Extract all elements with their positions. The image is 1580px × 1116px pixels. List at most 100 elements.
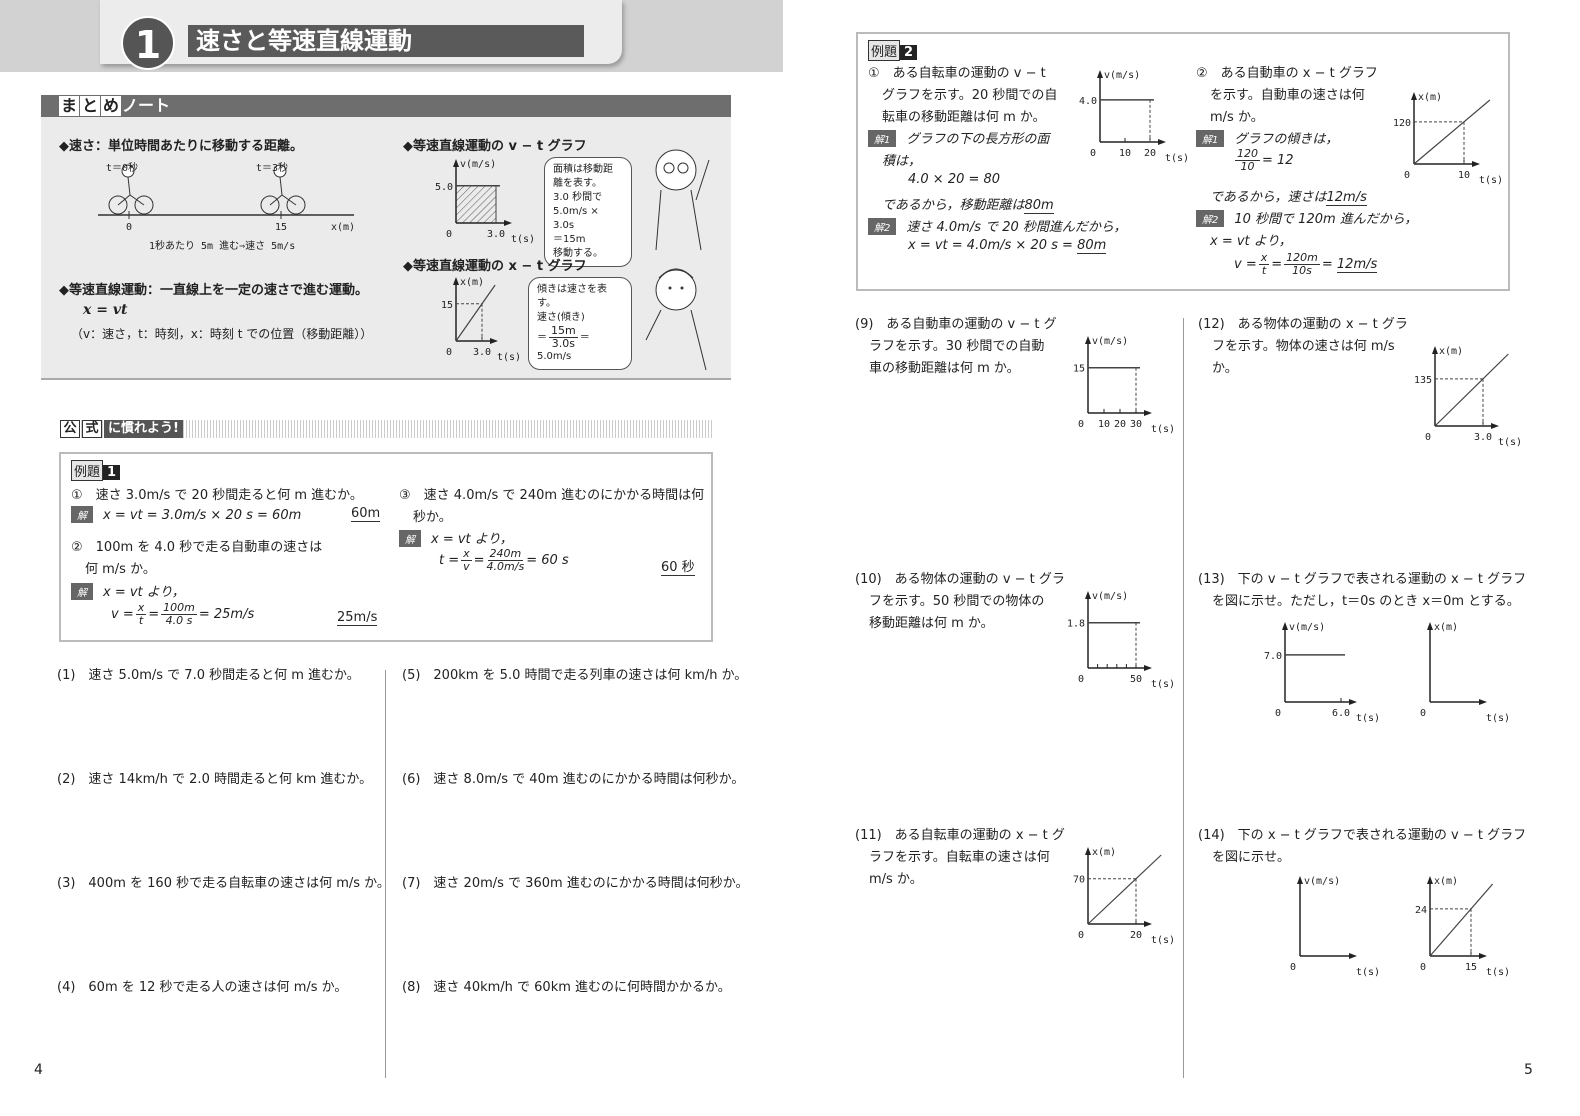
problem-line: (13) 下の v − t グラフで表される運動の x − t グラフ <box>1198 572 1527 587</box>
x-axis-label: t(s) <box>1486 967 1510 978</box>
example-1-a3: x = vt より， <box>431 532 513 547</box>
x-tick-label: 3.0 <box>487 229 505 240</box>
problem-2: (2) 速さ 14km/h で 2.0 時間走ると何 km 進むか。 <box>57 772 373 787</box>
problem-13-xt-answer-graph[interactable]: x(m)t(s)0 <box>1400 616 1515 724</box>
x-axis-label: t(s) <box>1151 935 1175 946</box>
y-axis-label: v(m/s) <box>1104 70 1140 81</box>
problem-line: m/s か。 <box>869 872 923 887</box>
example-2-q1: ① ある自転車の運動の v − t <box>868 66 1046 81</box>
page-number-left: 4 <box>34 1062 43 1078</box>
x-axis-label: t(s) <box>1486 713 1510 724</box>
x-tick-label: 15 <box>1465 962 1477 973</box>
vt-graph-heading: ◆等速直線運動の v − t グラフ <box>403 139 587 154</box>
x-axis-arrow-icon <box>1491 423 1499 429</box>
bubble-line: ＝15m <box>553 234 586 245</box>
example-number: 2 <box>900 45 918 60</box>
vt-speech-bubble: 面積は移動距 離を表す。 3.0 秒間で 5.0m/s × 3.0s ＝15m … <box>544 157 632 267</box>
problem-line: フを示す。50 秒間での物体の <box>869 594 1045 609</box>
x-tick-label: 10 <box>1098 419 1110 430</box>
y-axis-arrow-icon <box>1411 92 1417 100</box>
origin-label: 0 <box>1420 708 1426 719</box>
y-value-label: 1.8 <box>1067 619 1085 630</box>
frac-num: x <box>1258 251 1270 265</box>
formula-tag-rest: に慣れよう! <box>104 420 183 438</box>
bubble-line: 面積は移動距 <box>553 164 613 175</box>
x-axis-label: t(s) <box>511 234 535 245</box>
problem-line: フを示す。物体の速さは何 m/s <box>1212 339 1395 354</box>
position-line <box>1413 99 1491 165</box>
frac-den: 4.0 s <box>165 614 193 627</box>
problem-14-vt-answer-graph[interactable]: v(m/s)t(s)0 <box>1270 870 1385 978</box>
position-line <box>455 284 496 342</box>
solution-badge: 解 <box>399 530 421 547</box>
origin-label: 0 <box>1078 930 1084 941</box>
problem-3: (3) 400m を 160 秒で走る自転車の速さは何 m/s か。 <box>57 876 390 891</box>
x-tick-label: 50 <box>1130 674 1142 685</box>
bubble-eq-pre: ＝ <box>537 332 547 344</box>
bubble-line: 傾きは速さを表す。 <box>537 284 607 309</box>
solution-badge: 解 <box>71 506 93 523</box>
problem-10: (10) ある物体の運動の v − t グラフを示す。50 秒間での物体の移動距… <box>855 569 1065 635</box>
position-0: 0 <box>126 222 133 233</box>
example-2-q2-cont: m/s か。 <box>1210 110 1264 125</box>
solution-badge: 解 <box>71 583 93 600</box>
problem-line: (10) ある物体の運動の v − t グラ <box>855 572 1065 587</box>
bubble-line: 速さ(傾き) <box>537 312 585 323</box>
origin-label: 0 <box>1078 674 1084 685</box>
problem-14: (14) 下の x − t グラフで表される運動の v − t グラフを図に示せ… <box>1198 825 1526 869</box>
x-axis-arrow-icon <box>1144 410 1152 416</box>
bike-time-0: t＝0秒 <box>106 163 139 174</box>
y-axis-arrow-icon <box>1282 622 1288 630</box>
y-value-label: 4.0 <box>1079 96 1097 107</box>
x-axis-label: t(s) <box>1151 424 1175 435</box>
example-2-q2: ② ある自動車の x − t グラフ <box>1196 66 1378 81</box>
solution-line: であるから，速さは <box>1210 190 1327 205</box>
y-value-label: 7.0 <box>1264 651 1282 662</box>
y-axis-label: x(m) <box>1418 92 1442 103</box>
x-tick-label: 10 <box>1458 170 1470 181</box>
x-axis-arrow-icon <box>1472 161 1480 167</box>
bike-caption: 1秒あたり 5m 進む⇒速さ 5m/s <box>149 241 296 252</box>
y-value-label: 70 <box>1073 875 1085 886</box>
solution-answer: 12m/s <box>1336 257 1378 273</box>
y-axis-label: x(m) <box>1434 876 1458 887</box>
x-axis-label: t(s) <box>1165 153 1189 164</box>
speed-definition: ◆速さ：単位時間あたりに移動する距離。 <box>59 139 303 154</box>
example-1-q1: ① 速さ 3.0m/s で 20 秒間走ると何 m 進むか。 <box>71 488 363 503</box>
position-15: 15 <box>275 222 288 233</box>
summary-tag-rest: ノート <box>122 96 171 115</box>
x-axis-label: t(s) <box>497 352 521 363</box>
x-tick-label: 6.0 <box>1332 708 1350 719</box>
example-1-a2-answer: 25m/s <box>337 610 378 626</box>
bike-time-3: t＝3秒 <box>256 163 289 174</box>
y-value-label: 135 <box>1414 375 1432 386</box>
x-axis-arrow-icon <box>1144 665 1152 671</box>
y-axis-arrow-icon <box>1097 70 1103 78</box>
x-axis-arrow-icon <box>1158 139 1166 145</box>
y-axis-arrow-icon <box>1427 876 1433 884</box>
y-value-label: 15 <box>441 300 453 311</box>
solution-line: グラフの下の長方形の面 <box>906 132 1050 147</box>
solution-line: 10 秒間で 120m 進んだから， <box>1234 212 1418 227</box>
bicycle-illustration <box>98 164 354 219</box>
eq-post: = 60 s <box>526 553 569 568</box>
x-tick-label: 10 <box>1119 148 1131 159</box>
problem-9: (9) ある自動車の運動の v − t グラフを示す。30 秒間での自動車の移動… <box>855 314 1057 380</box>
solution-answer: 12m/s <box>1326 190 1367 206</box>
problem-line: (14) 下の x − t グラフで表される運動の v − t グラフ <box>1198 828 1527 843</box>
origin-label: 0 <box>446 229 452 240</box>
area-under-graph <box>456 185 496 223</box>
solution-line: = 12 <box>1262 153 1294 168</box>
problem-line: か。 <box>1212 361 1238 376</box>
y-axis-label: v(m/s) <box>1092 591 1128 602</box>
frac-den: t <box>138 614 144 627</box>
y-axis-label: v(m/s) <box>1289 622 1325 633</box>
y-value-label: 24 <box>1415 905 1427 916</box>
uniform-motion-definition: ◆等速直線運動：一直線上を一定の速さで進む運動。 <box>59 283 368 298</box>
origin-label: 0 <box>1275 708 1281 719</box>
